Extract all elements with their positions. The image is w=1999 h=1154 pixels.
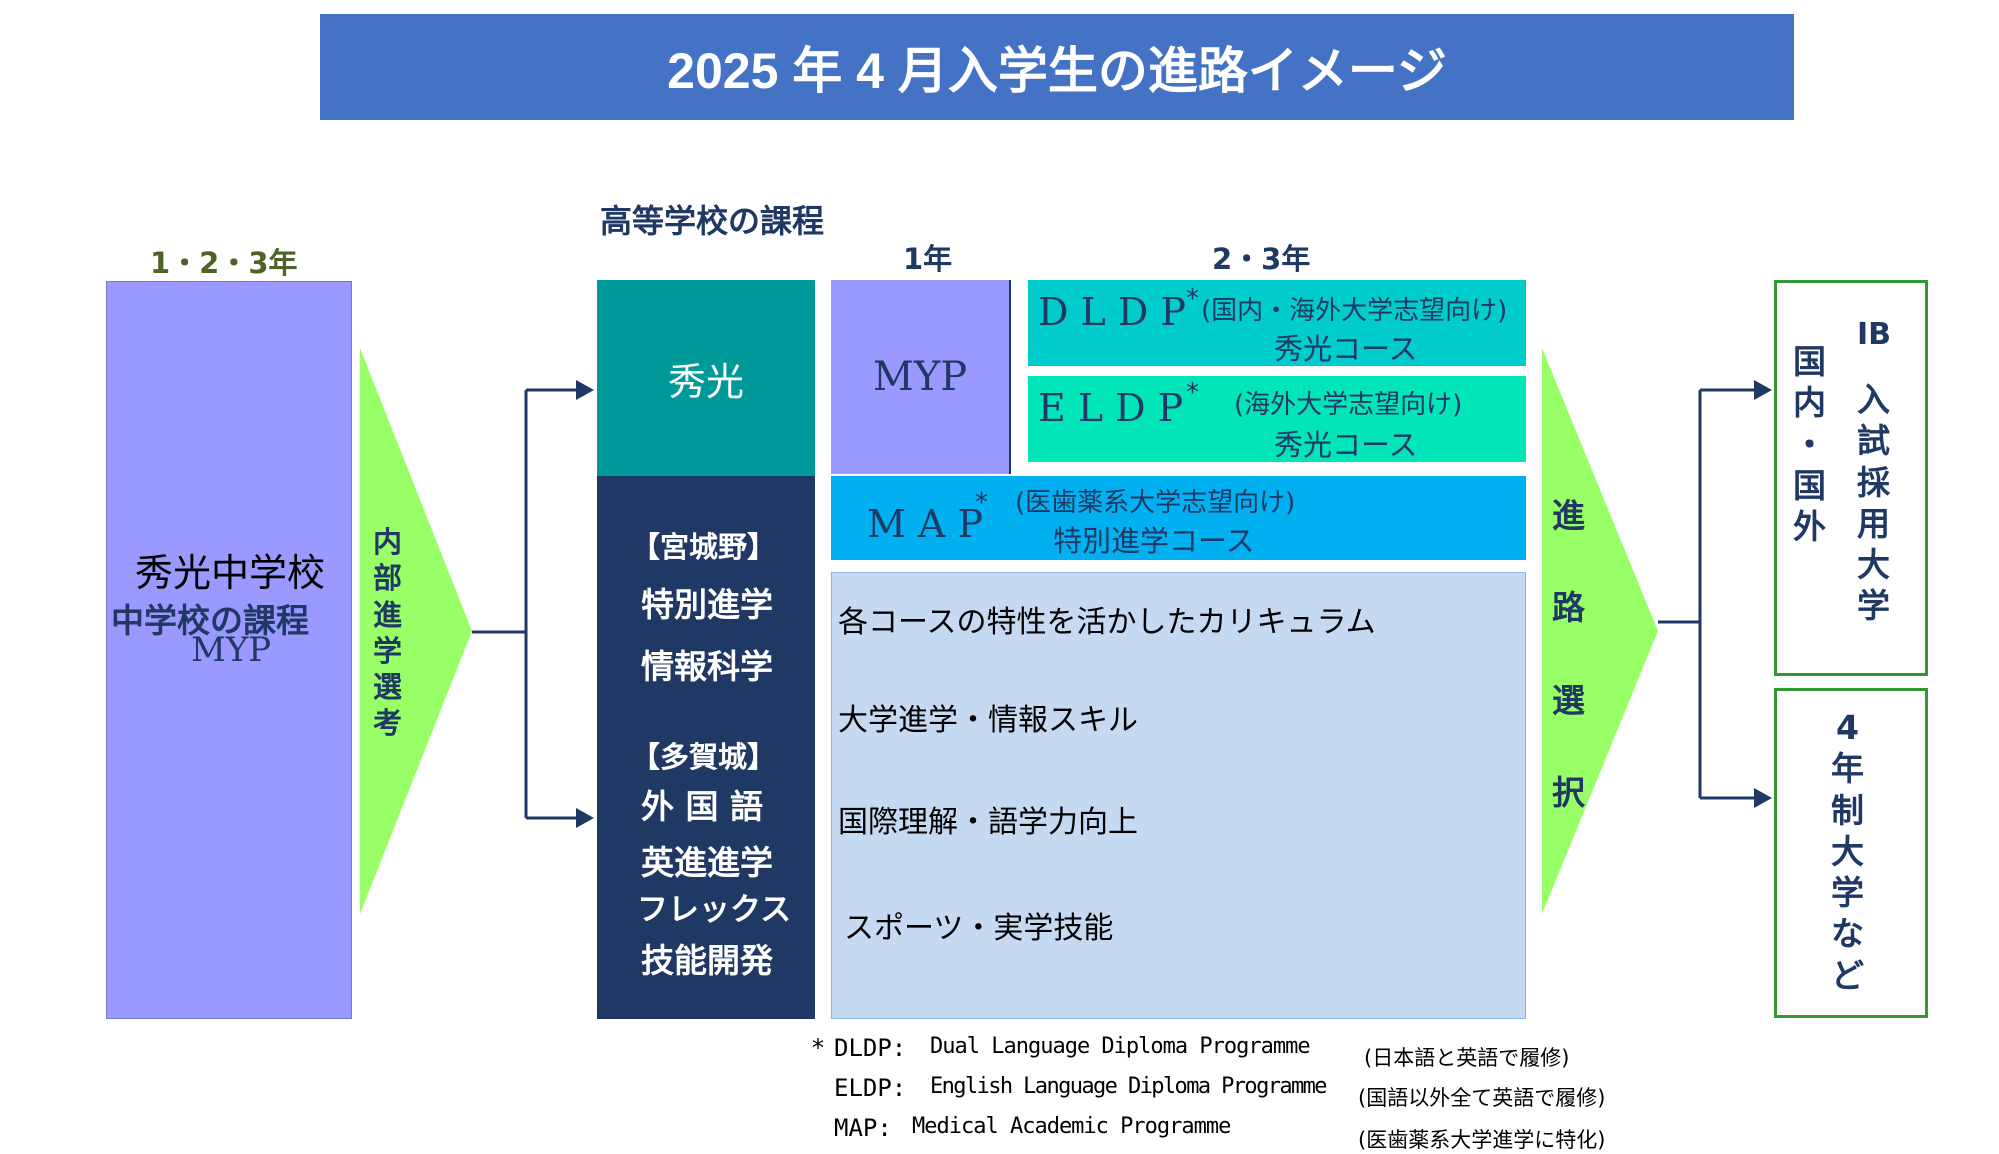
eldp-target: (海外大学志望向け) [1234,390,1463,420]
footnote-mark: * [812,1034,824,1062]
dldp-code: D L D P [1038,290,1186,334]
footnote-note: (医歯薬系大学進学に特化) [1358,1128,1606,1152]
career-choice-label: 進 路 選 択 [1552,496,1585,813]
tagajo-course: フレックス [637,892,792,928]
eldp-course: 秀光コース [1274,428,1418,462]
footnote-row: ELDP: English Language Diploma Programme… [812,1070,1672,1110]
curriculum-box: 各コースの特性を活かしたカリキュラム 大学進学・情報スキル 国際理解・語学力向上… [831,572,1526,1019]
career-choice-arrow [1542,348,1658,914]
footnote-note: (日本語と英語で履修) [1364,1046,1570,1070]
junior-years-header: 1・2・3年 [150,246,298,280]
map-target: (医歯薬系大学志望向け) [1015,488,1296,518]
footnote-note: (国語以外全て英語で履修) [1358,1086,1606,1110]
footnote-abbr: MAP: [834,1114,892,1142]
tagajo-course: 技能開発 [641,941,773,980]
map-box: M A P * (医歯薬系大学志望向け) 特別進学コース [831,476,1526,560]
dldp-target: (国内・海外大学志望向け) [1201,296,1508,326]
footnote-full: English Language Diploma Programme [930,1074,1328,1099]
outcome-connector [1658,380,1772,808]
shuko-box: 秀光 [597,280,815,476]
outcome-ib-left: 国 内 ・ 国 外 [1793,342,1826,546]
miyagino-course: 特別進学 [641,585,773,624]
footnote-row: * DLDP: Dual Language Diploma Programme … [812,1030,1672,1070]
eldp-star: * [1186,378,1199,408]
footnote-row: MAP: Medical Academic Programme (医歯薬系大学進… [812,1110,1672,1152]
map-star: * [975,488,988,518]
hs-course-header: 高等学校の課程 [600,202,825,240]
myp-box: MYP [831,280,1011,474]
junior-school-name: 秀光中学校 [135,551,326,595]
dldp-box: D L D P * (国内・海外大学志望向け) 秀光コース [1028,280,1526,366]
map-code: M A P [867,502,984,546]
junior-program: MYP [191,630,272,670]
map-course: 特別進学コース [1053,524,1255,558]
footnote-full: Dual Language Diploma Programme [930,1034,1311,1059]
curriculum-item: 大学進学・情報スキル [838,703,1138,738]
year23-header: 2・3年 [1212,242,1311,276]
tagajo-course: 英進進学 [641,843,773,882]
outcome-ib-right: 入 試 採 用 大 学 [1857,380,1890,626]
hs-courses-box: 【宮城野】 特別進学 情報科学 【多賀城】 外 国 語 英進進学 フレックス 技… [597,476,815,1019]
page-title: 2025 年 4 月入学生の進路イメージ [667,43,1447,99]
internal-selection-arrow [360,348,472,914]
tagajo-label: 【多賀城】 [631,740,777,774]
curriculum-item: 各コースの特性を活かしたカリキュラム [838,605,1376,640]
miyagino-course: 情報科学 [641,647,773,686]
eldp-box: E L D P * (海外大学志望向け) 秀光コース [1028,376,1526,462]
outcome-university-label: 4 年 制 大 学 な ど [1831,708,1864,995]
outcome-university-box: 4 年 制 大 学 な ど [1774,688,1928,1018]
miyagino-label: 【宮城野】 [631,530,777,564]
curriculum-item: スポーツ・実学技能 [844,911,1114,946]
eldp-code: E L D P [1038,386,1184,430]
junior-course: 中学校の課程 [111,601,309,640]
footnote-full: Medical Academic Programme [912,1114,1231,1139]
junior-school-box: 秀光中学校 中学校の課程 MYP [106,281,352,1019]
curriculum-item: 国際理解・語学力向上 [838,805,1138,840]
shuko-label: 秀光 [667,359,744,404]
footnote-abbr: ELDP: [834,1074,907,1102]
branch-connector [472,380,594,828]
footnote-abbr: DLDP: [834,1034,907,1062]
outcome-ib-box: 国 内 ・ 国 外 IB 入 試 採 用 大 学 [1774,280,1928,676]
dldp-star: * [1186,284,1199,314]
year1-header: 1年 [903,242,953,276]
tagajo-course: 外 国 語 [641,787,763,826]
dldp-course: 秀光コース [1274,332,1418,366]
internal-selection-label: 内 部 進 学 選 考 [373,525,403,741]
outcome-ib-top: IB [1857,317,1892,352]
footnotes: * DLDP: Dual Language Diploma Programme … [812,1030,1672,1152]
title-banner: 2025 年 4 月入学生の進路イメージ [320,14,1794,120]
myp-label: MYP [872,354,968,400]
